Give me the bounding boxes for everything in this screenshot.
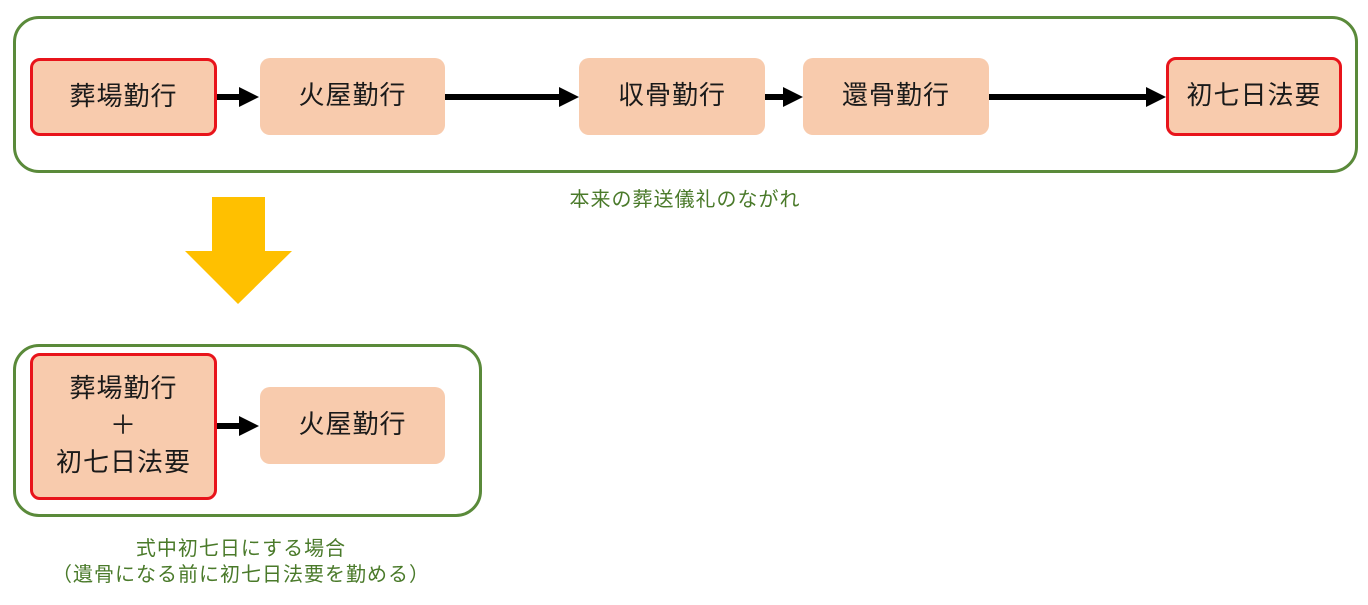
flow-arrow-3 — [765, 87, 803, 107]
step-label: 初七日法要 — [1186, 81, 1322, 111]
step-cremation-service: 火屋勤行 — [260, 58, 445, 135]
in-ceremony-flow-caption: 式中初七日にする場合 （遺骨になる前に初七日法要を勤める） — [0, 535, 482, 587]
step-label: 還骨勤行 — [841, 81, 950, 111]
down-arrow-icon — [185, 197, 292, 304]
step-funeral-plus-memorial: 葬場勤行 ＋ 初七日法要 — [30, 353, 217, 500]
caption-line2: （遺骨になる前に初七日法要を勤める） — [52, 562, 430, 586]
step-label: 収骨勤行 — [617, 81, 726, 111]
step-cremation-service-after: 火屋勤行 — [260, 387, 445, 464]
flow-arrow-1 — [217, 87, 259, 107]
step-funeral-service: 葬場勤行 — [30, 58, 217, 136]
step-label: 火屋勤行 — [298, 410, 407, 440]
flow-arrow-5 — [217, 416, 259, 436]
combined-step-line2: 初七日法要 — [55, 448, 191, 478]
step-first-seventh-day-memorial: 初七日法要 — [1166, 57, 1342, 136]
traditional-flow-caption: 本来の葬送儀礼のながれ — [569, 187, 801, 211]
step-bone-collection-service: 収骨勤行 — [579, 58, 765, 135]
step-label: 葬場勤行 — [69, 81, 178, 112]
combined-step-plus: ＋ — [109, 411, 137, 441]
caption-line1: 式中初七日にする場合 — [135, 536, 347, 560]
flow-arrow-4 — [989, 87, 1166, 107]
step-return-of-remains-service: 還骨勤行 — [803, 58, 989, 135]
step-label: 火屋勤行 — [298, 81, 407, 111]
flow-arrow-2 — [445, 87, 579, 107]
combined-step-line1: 葬場勤行 — [69, 374, 178, 404]
